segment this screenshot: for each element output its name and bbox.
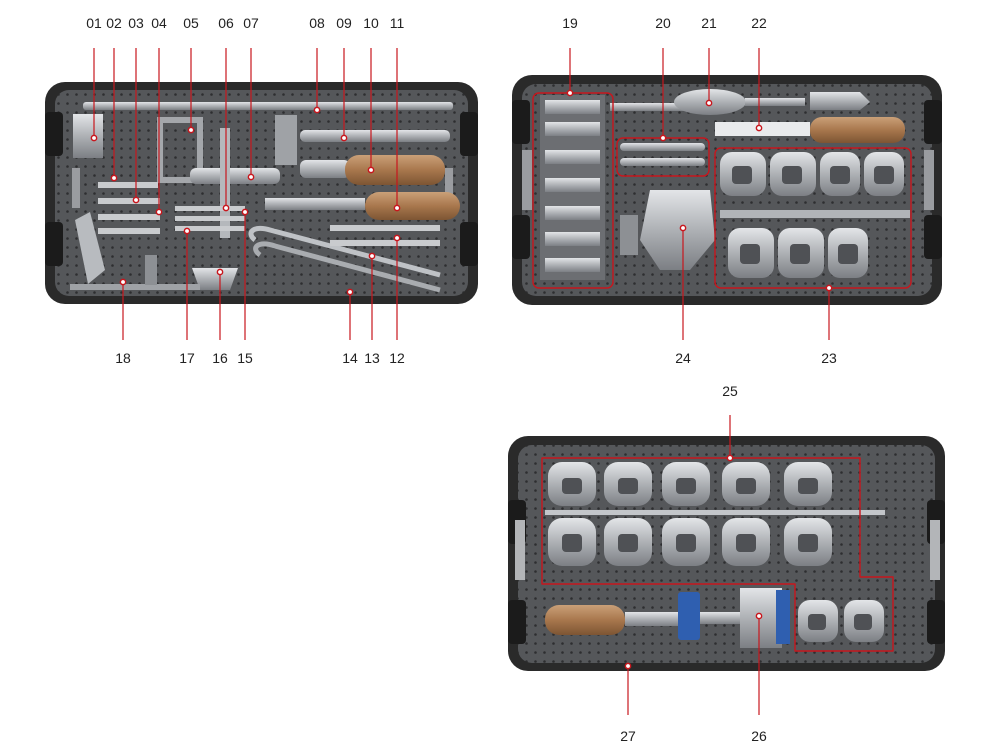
callout-label-08: 08 bbox=[309, 15, 325, 31]
callout-label-21: 21 bbox=[701, 15, 717, 31]
callout-label-25: 25 bbox=[722, 383, 738, 399]
callout-label-22: 22 bbox=[751, 15, 767, 31]
callout-label-04: 04 bbox=[151, 15, 167, 31]
callout-label-03: 03 bbox=[128, 15, 144, 31]
callout-label-02: 02 bbox=[106, 15, 122, 31]
tray-2 bbox=[512, 75, 942, 305]
callout-label-16: 16 bbox=[212, 350, 228, 366]
callout-label-26: 26 bbox=[751, 728, 767, 744]
callout-label-05: 05 bbox=[183, 15, 199, 31]
callout-label-20: 20 bbox=[655, 15, 671, 31]
callout-label-06: 06 bbox=[218, 15, 234, 31]
callout-label-01: 01 bbox=[86, 15, 102, 31]
callout-label-17: 17 bbox=[179, 350, 195, 366]
callout-label-18: 18 bbox=[115, 350, 131, 366]
callout-label-19: 19 bbox=[562, 15, 578, 31]
callout-label-15: 15 bbox=[237, 350, 253, 366]
tray-1 bbox=[45, 82, 478, 304]
callout-label-23: 23 bbox=[821, 350, 837, 366]
callout-label-24: 24 bbox=[675, 350, 691, 366]
callout-label-11: 11 bbox=[389, 15, 405, 31]
callout-lines bbox=[90, 48, 833, 715]
callout-label-09: 09 bbox=[336, 15, 352, 31]
callout-label-13: 13 bbox=[364, 350, 380, 366]
tray-3 bbox=[508, 436, 945, 671]
callout-label-27: 27 bbox=[620, 728, 636, 744]
callout-label-14: 14 bbox=[342, 350, 358, 366]
callout-label-12: 12 bbox=[389, 350, 405, 366]
callout-label-10: 10 bbox=[363, 15, 379, 31]
callout-label-07: 07 bbox=[243, 15, 259, 31]
